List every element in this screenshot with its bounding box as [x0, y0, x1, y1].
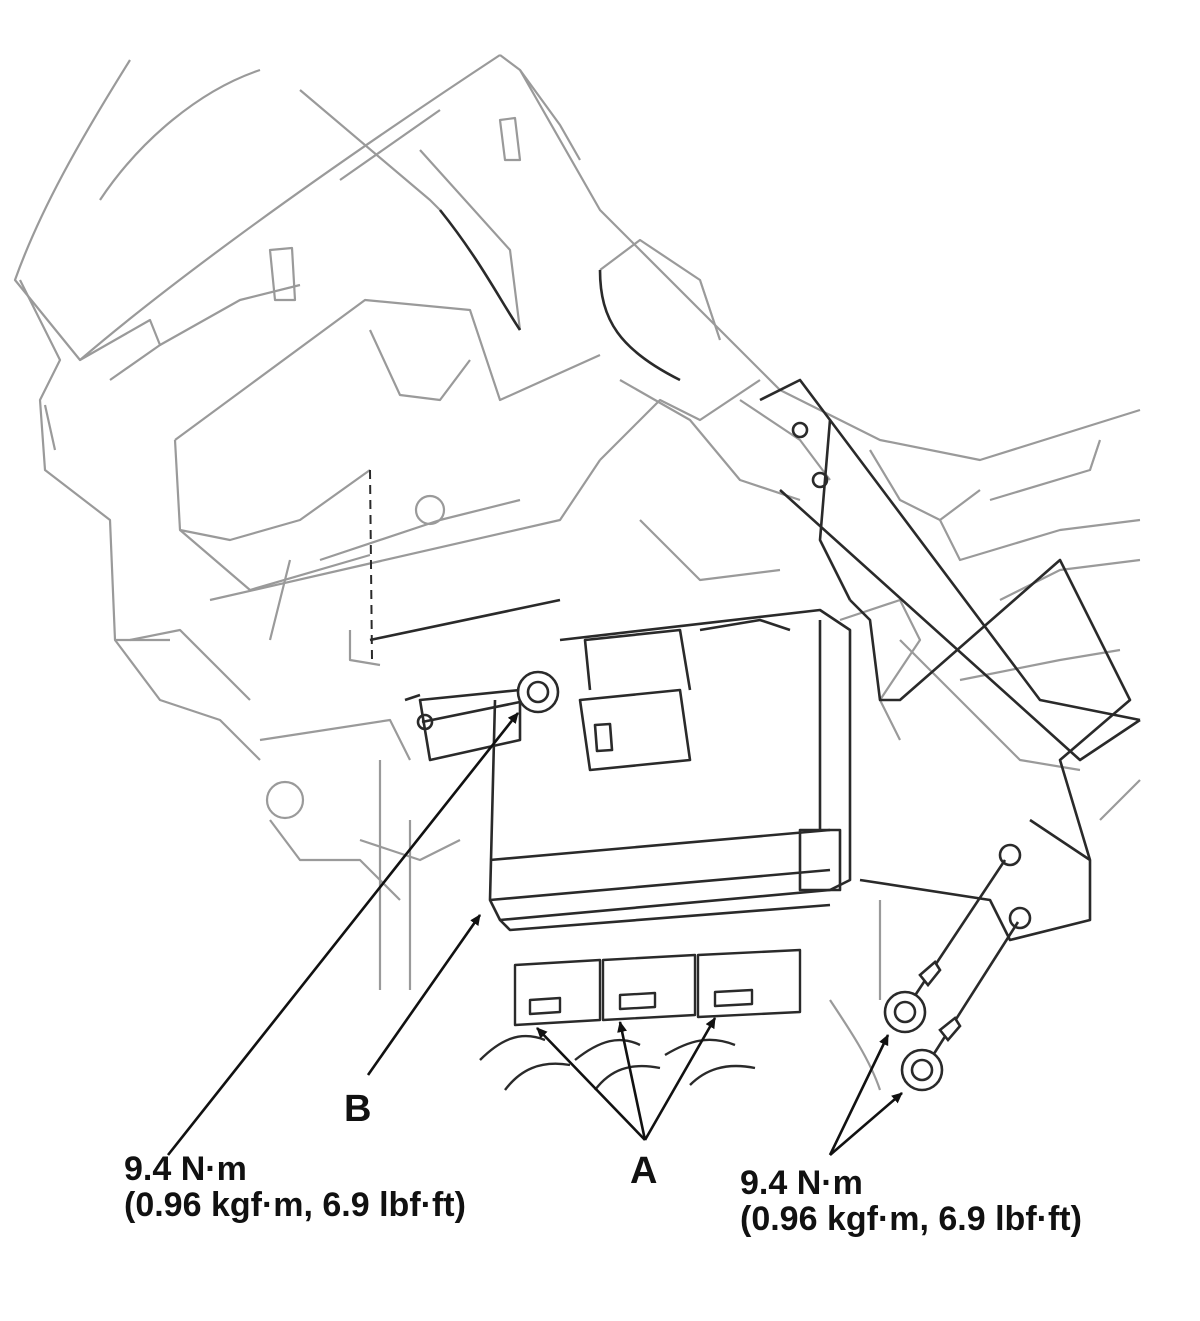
torque-spec-left: 9.4 N·m (0.96 kgf·m, 6.9 lbf·ft): [124, 1150, 466, 1224]
alignment-guide: [369, 469, 373, 661]
connectors: [513, 948, 802, 1027]
leader-a-2: [617, 1021, 647, 1141]
connector-2: [601, 953, 697, 1022]
leader-torque-left: [166, 712, 520, 1156]
control-module: [369, 209, 1141, 942]
leader-lines: [166, 712, 903, 1156]
torque-value: 9.4 N·m: [740, 1164, 863, 1202]
leader-a-1: [536, 1027, 646, 1141]
connector-1: [513, 958, 602, 1027]
leader-torque-right-2: [829, 1092, 903, 1156]
leader-a-3: [643, 1017, 717, 1141]
bolts-lower-right: [883, 859, 1020, 1092]
dashboard-frame: [13, 54, 1141, 1091]
torque-spec-right: 9.4 N·m (0.96 kgf·m, 6.9 lbf·ft): [740, 1164, 1082, 1238]
harness-wires: [479, 1034, 756, 1091]
torque-detail: (0.96 kgf·m, 6.9 lbf·ft): [740, 1199, 1082, 1238]
leader-torque-right-1: [828, 1034, 890, 1156]
torque-detail: (0.96 kgf·m, 6.9 lbf·ft): [124, 1185, 466, 1224]
connector-3: [696, 948, 802, 1019]
callout-b: B: [344, 1088, 372, 1130]
leader-b: [366, 914, 482, 1076]
bolt-upper-left: [421, 670, 560, 724]
torque-value: 9.4 N·m: [124, 1150, 247, 1188]
callout-a: A: [630, 1150, 658, 1192]
